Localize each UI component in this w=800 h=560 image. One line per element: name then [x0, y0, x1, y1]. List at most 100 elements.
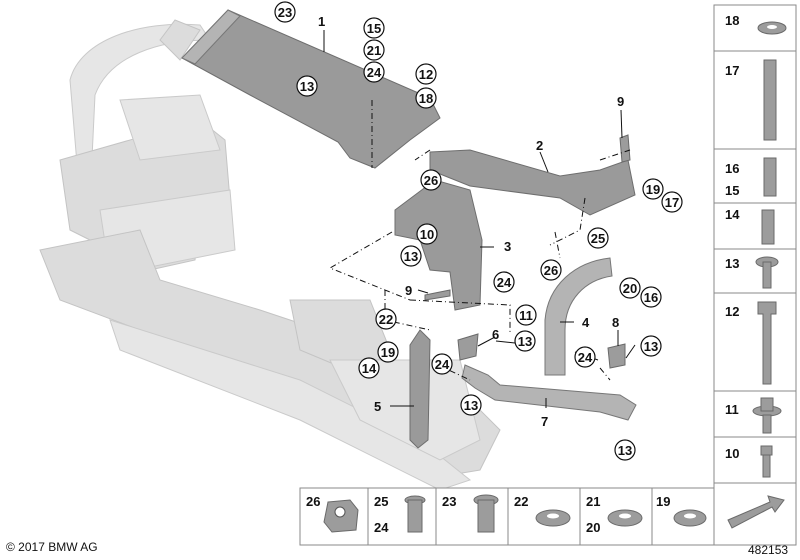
sidebar-label-15: 15	[725, 183, 739, 198]
callout-21: 21	[363, 39, 385, 61]
direction-arrow-icon	[727, 495, 785, 529]
svg-text:20: 20	[623, 281, 637, 296]
callout-12: 12	[415, 63, 437, 85]
svg-text:13: 13	[300, 79, 314, 94]
callout-25: 25	[587, 227, 609, 249]
svg-text:13: 13	[464, 398, 478, 413]
svg-text:11: 11	[519, 308, 533, 323]
copyright-text: © 2017 BMW AG	[6, 540, 98, 554]
callout-14: 14	[358, 357, 380, 379]
svg-text:13: 13	[518, 334, 532, 349]
callout-5: 5	[374, 399, 381, 414]
svg-text:22: 22	[379, 312, 393, 327]
small-bracket-6	[457, 333, 479, 361]
svg-text:24: 24	[435, 357, 450, 372]
clip-9-lower	[424, 289, 451, 301]
bottom-label-23: 23	[442, 494, 456, 509]
plain-callouts: 1 2 3 4 5 6 7 8 9 9	[318, 14, 624, 429]
callout-2: 2	[536, 138, 543, 153]
bolt-17-icon	[763, 59, 777, 141]
left-post	[409, 329, 431, 449]
hardware-sidebar: 18 17 16 15 14 13 12 11 10	[713, 4, 797, 546]
svg-text:19: 19	[381, 345, 395, 360]
callout-10: 10	[416, 223, 438, 245]
callout-4: 4	[582, 315, 590, 330]
callout-13b: 13	[400, 245, 422, 267]
svg-text:24: 24	[367, 65, 382, 80]
callout-24c: 24	[431, 353, 453, 375]
svg-text:26: 26	[544, 263, 558, 278]
front-end-carrier-ghost	[39, 19, 501, 491]
callout-19b: 19	[642, 178, 664, 200]
callout-24a: 24	[363, 61, 385, 83]
bottom-label-22: 22	[514, 494, 528, 509]
sidebar-label-11: 11	[725, 402, 739, 417]
assembly-lines	[328, 100, 631, 381]
callout-13d: 13	[460, 394, 482, 416]
callout-3: 3	[504, 239, 511, 254]
svg-text:17: 17	[665, 195, 679, 210]
callout-26a: 26	[420, 169, 442, 191]
diagram-number: 482153	[748, 543, 789, 557]
bolt-14-icon	[761, 209, 775, 245]
bottom-label-26: 26	[306, 494, 320, 509]
bottom-label-25: 25	[374, 494, 388, 509]
callout-26b: 26	[540, 259, 562, 281]
callout-17: 17	[661, 191, 683, 213]
screw-16-icon	[763, 157, 777, 197]
svg-text:18: 18	[419, 91, 433, 106]
bottom-label-19: 19	[656, 494, 670, 509]
sidebar-label-12: 12	[725, 304, 739, 319]
callout-9a: 9	[617, 94, 624, 109]
svg-text:19: 19	[646, 182, 660, 197]
hardware-bottom-row: 26 25 24 23 22 21 20 19	[299, 487, 715, 546]
svg-text:13: 13	[404, 249, 418, 264]
sidebar-label-10: 10	[725, 446, 739, 461]
svg-text:24: 24	[497, 275, 512, 290]
svg-text:12: 12	[419, 67, 433, 82]
callout-18: 18	[415, 87, 437, 109]
small-bracket-8	[607, 343, 626, 369]
callout-7: 7	[541, 414, 548, 429]
callout-16: 16	[640, 286, 662, 308]
callout-24d: 24	[574, 346, 596, 368]
lower-strut	[461, 364, 637, 421]
callout-13a: 13	[296, 75, 318, 97]
callout-15: 15	[363, 17, 385, 39]
clip-9-top	[619, 134, 631, 163]
callout-24b: 24	[493, 271, 515, 293]
svg-text:21: 21	[367, 43, 381, 58]
sidebar-label-14: 14	[725, 207, 740, 222]
svg-text:26: 26	[424, 173, 438, 188]
right-bracket	[429, 149, 636, 216]
bottom-label-20: 20	[586, 520, 600, 535]
svg-text:10: 10	[420, 227, 434, 242]
svg-text:15: 15	[367, 21, 381, 36]
sidebar-label-18: 18	[725, 13, 739, 28]
callout-23: 23	[274, 1, 296, 23]
svg-text:16: 16	[644, 290, 658, 305]
callout-13e: 13	[640, 335, 662, 357]
bottom-label-21: 21	[586, 494, 600, 509]
circled-callouts: 23 13 15 21 24 12 18 26 10 13 24 11 22 1…	[274, 1, 683, 461]
svg-text:14: 14	[362, 361, 377, 376]
bottom-label-24: 24	[374, 520, 389, 535]
bolt-12-icon	[757, 301, 777, 385]
svg-text:24: 24	[578, 350, 593, 365]
svg-text:25: 25	[591, 231, 605, 246]
callout-13c: 13	[514, 330, 536, 352]
svg-text:23: 23	[278, 5, 292, 20]
sidebar-label-17: 17	[725, 63, 739, 78]
center-support	[394, 179, 483, 311]
callout-11: 11	[515, 304, 537, 326]
sidebar-label-16: 16	[725, 161, 739, 176]
svg-text:13: 13	[644, 339, 658, 354]
svg-text:13: 13	[618, 443, 632, 458]
callout-13f: 13	[614, 439, 636, 461]
sidebar-label-13: 13	[725, 256, 739, 271]
callout-9b: 9	[405, 283, 412, 298]
callout-20: 20	[619, 277, 641, 299]
callout-1: 1	[318, 14, 325, 29]
callout-8: 8	[612, 315, 619, 330]
